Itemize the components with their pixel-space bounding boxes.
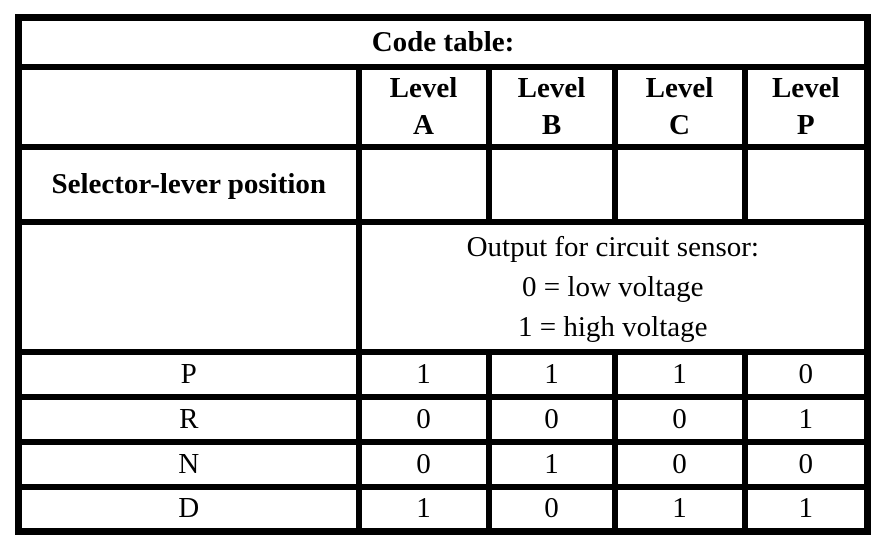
column-header-letter: P [796, 108, 815, 141]
value-cell: 0 [485, 393, 618, 445]
table-title-row: Code table: [15, 14, 871, 70]
row-label: R [15, 393, 362, 445]
row-axis-label: Selector-lever position [15, 143, 362, 225]
corner-empty-cell [15, 63, 362, 150]
value-cell: 0 [611, 438, 748, 490]
legend-line: Output for circuit sensor: [466, 230, 759, 263]
value-cell: 1 [355, 348, 492, 400]
table-row: N 0 1 0 0 [15, 438, 871, 490]
empty-cell [355, 143, 492, 225]
column-header-word: Level [389, 71, 458, 104]
value-cell: 0 [741, 438, 871, 490]
column-header-letter: A [413, 108, 434, 141]
value-cell: 0 [355, 393, 492, 445]
row-label: D [15, 483, 362, 535]
value-cell: 0 [741, 348, 871, 400]
table-row: D 1 0 1 1 [15, 483, 871, 535]
table-row: P 1 1 1 0 [15, 348, 871, 400]
code-table: Code table: Level A Level B Level C Leve… [15, 14, 872, 535]
column-header-level-c: Level C [611, 63, 748, 150]
table-row: R 0 0 0 1 [15, 393, 871, 445]
column-header-letter: B [541, 108, 562, 141]
legend-row: Output for circuit sensor: 0 = low volta… [15, 218, 871, 355]
row-label: P [15, 348, 362, 400]
value-cell: 1 [611, 483, 748, 535]
column-header-word: Level [771, 71, 840, 104]
column-header-level-b: Level B [485, 63, 618, 150]
value-cell: 0 [611, 393, 748, 445]
column-header-level-a: Level A [355, 63, 492, 150]
value-cell: 1 [355, 483, 492, 535]
column-header-level-p: Level P [741, 63, 871, 150]
value-cell: 1 [741, 393, 871, 445]
value-cell: 0 [355, 438, 492, 490]
value-cell: 1 [485, 438, 618, 490]
legend-line: 1 = high voltage [518, 310, 708, 343]
value-cell: 1 [485, 348, 618, 400]
empty-cell [741, 143, 871, 225]
column-header-letter: C [669, 108, 690, 141]
empty-cell [15, 218, 362, 355]
row-label: N [15, 438, 362, 490]
legend-cell: Output for circuit sensor: 0 = low volta… [355, 218, 871, 355]
value-cell: 1 [741, 483, 871, 535]
empty-cell [485, 143, 618, 225]
table-title: Code table: [15, 14, 871, 70]
column-header-word: Level [517, 71, 586, 104]
legend-line: 0 = low voltage [522, 270, 704, 303]
column-header-row: Level A Level B Level C Level P [15, 63, 871, 150]
value-cell: 1 [611, 348, 748, 400]
selector-lever-row: Selector-lever position [15, 143, 871, 225]
column-header-word: Level [645, 71, 714, 104]
empty-cell [611, 143, 748, 225]
value-cell: 0 [485, 483, 618, 535]
